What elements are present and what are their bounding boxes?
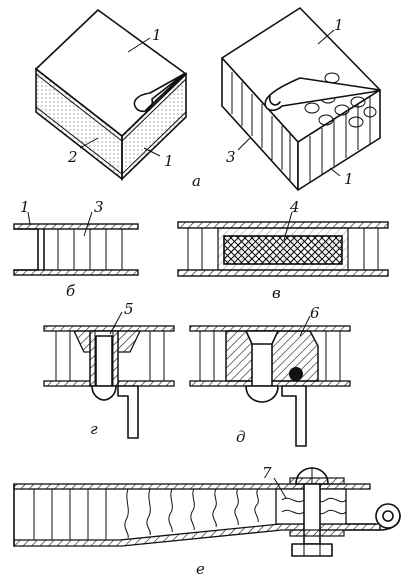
callout-1: 1 — [344, 170, 354, 188]
honeycomb-cells — [231, 72, 371, 182]
panel-label-v: в — [272, 284, 281, 302]
callout-1: 1 — [152, 26, 162, 44]
callout-1: 1 — [164, 152, 174, 170]
panel-label-d: д — [236, 428, 246, 446]
panel-d-solid-insert-joint: 6 — [189, 304, 351, 447]
panel-v-insert: 4 — [177, 198, 389, 277]
callout-2: 2 — [67, 148, 78, 166]
callout-4: 4 — [289, 198, 300, 216]
callout-3: 3 — [94, 198, 104, 216]
callout-3: 3 — [226, 148, 236, 166]
callout-1: 1 — [334, 16, 344, 34]
panel-g-bushing-joint: 5 — [43, 300, 175, 439]
panel-a-honeycomb-block — [221, 7, 381, 191]
panel-a-foam-block — [35, 9, 187, 181]
panel-label-g: г — [90, 420, 98, 438]
panel-label-a: а — [192, 172, 201, 190]
callout-7: 7 — [262, 464, 272, 482]
panel-b-edge-closure: 1 3 — [13, 198, 139, 276]
panel-a-left-callouts: 1 2 1 — [67, 26, 174, 170]
panel-label-b: б — [66, 282, 76, 300]
panel-label-e: е — [196, 560, 205, 578]
panel-e-tapered-hinge-joint: 7 — [13, 464, 401, 557]
callout-6: 6 — [310, 304, 320, 322]
callout-5: 5 — [124, 300, 134, 318]
panel-a-right-callouts: 1 3 1 — [226, 16, 354, 188]
callout-1: 1 — [20, 198, 30, 216]
